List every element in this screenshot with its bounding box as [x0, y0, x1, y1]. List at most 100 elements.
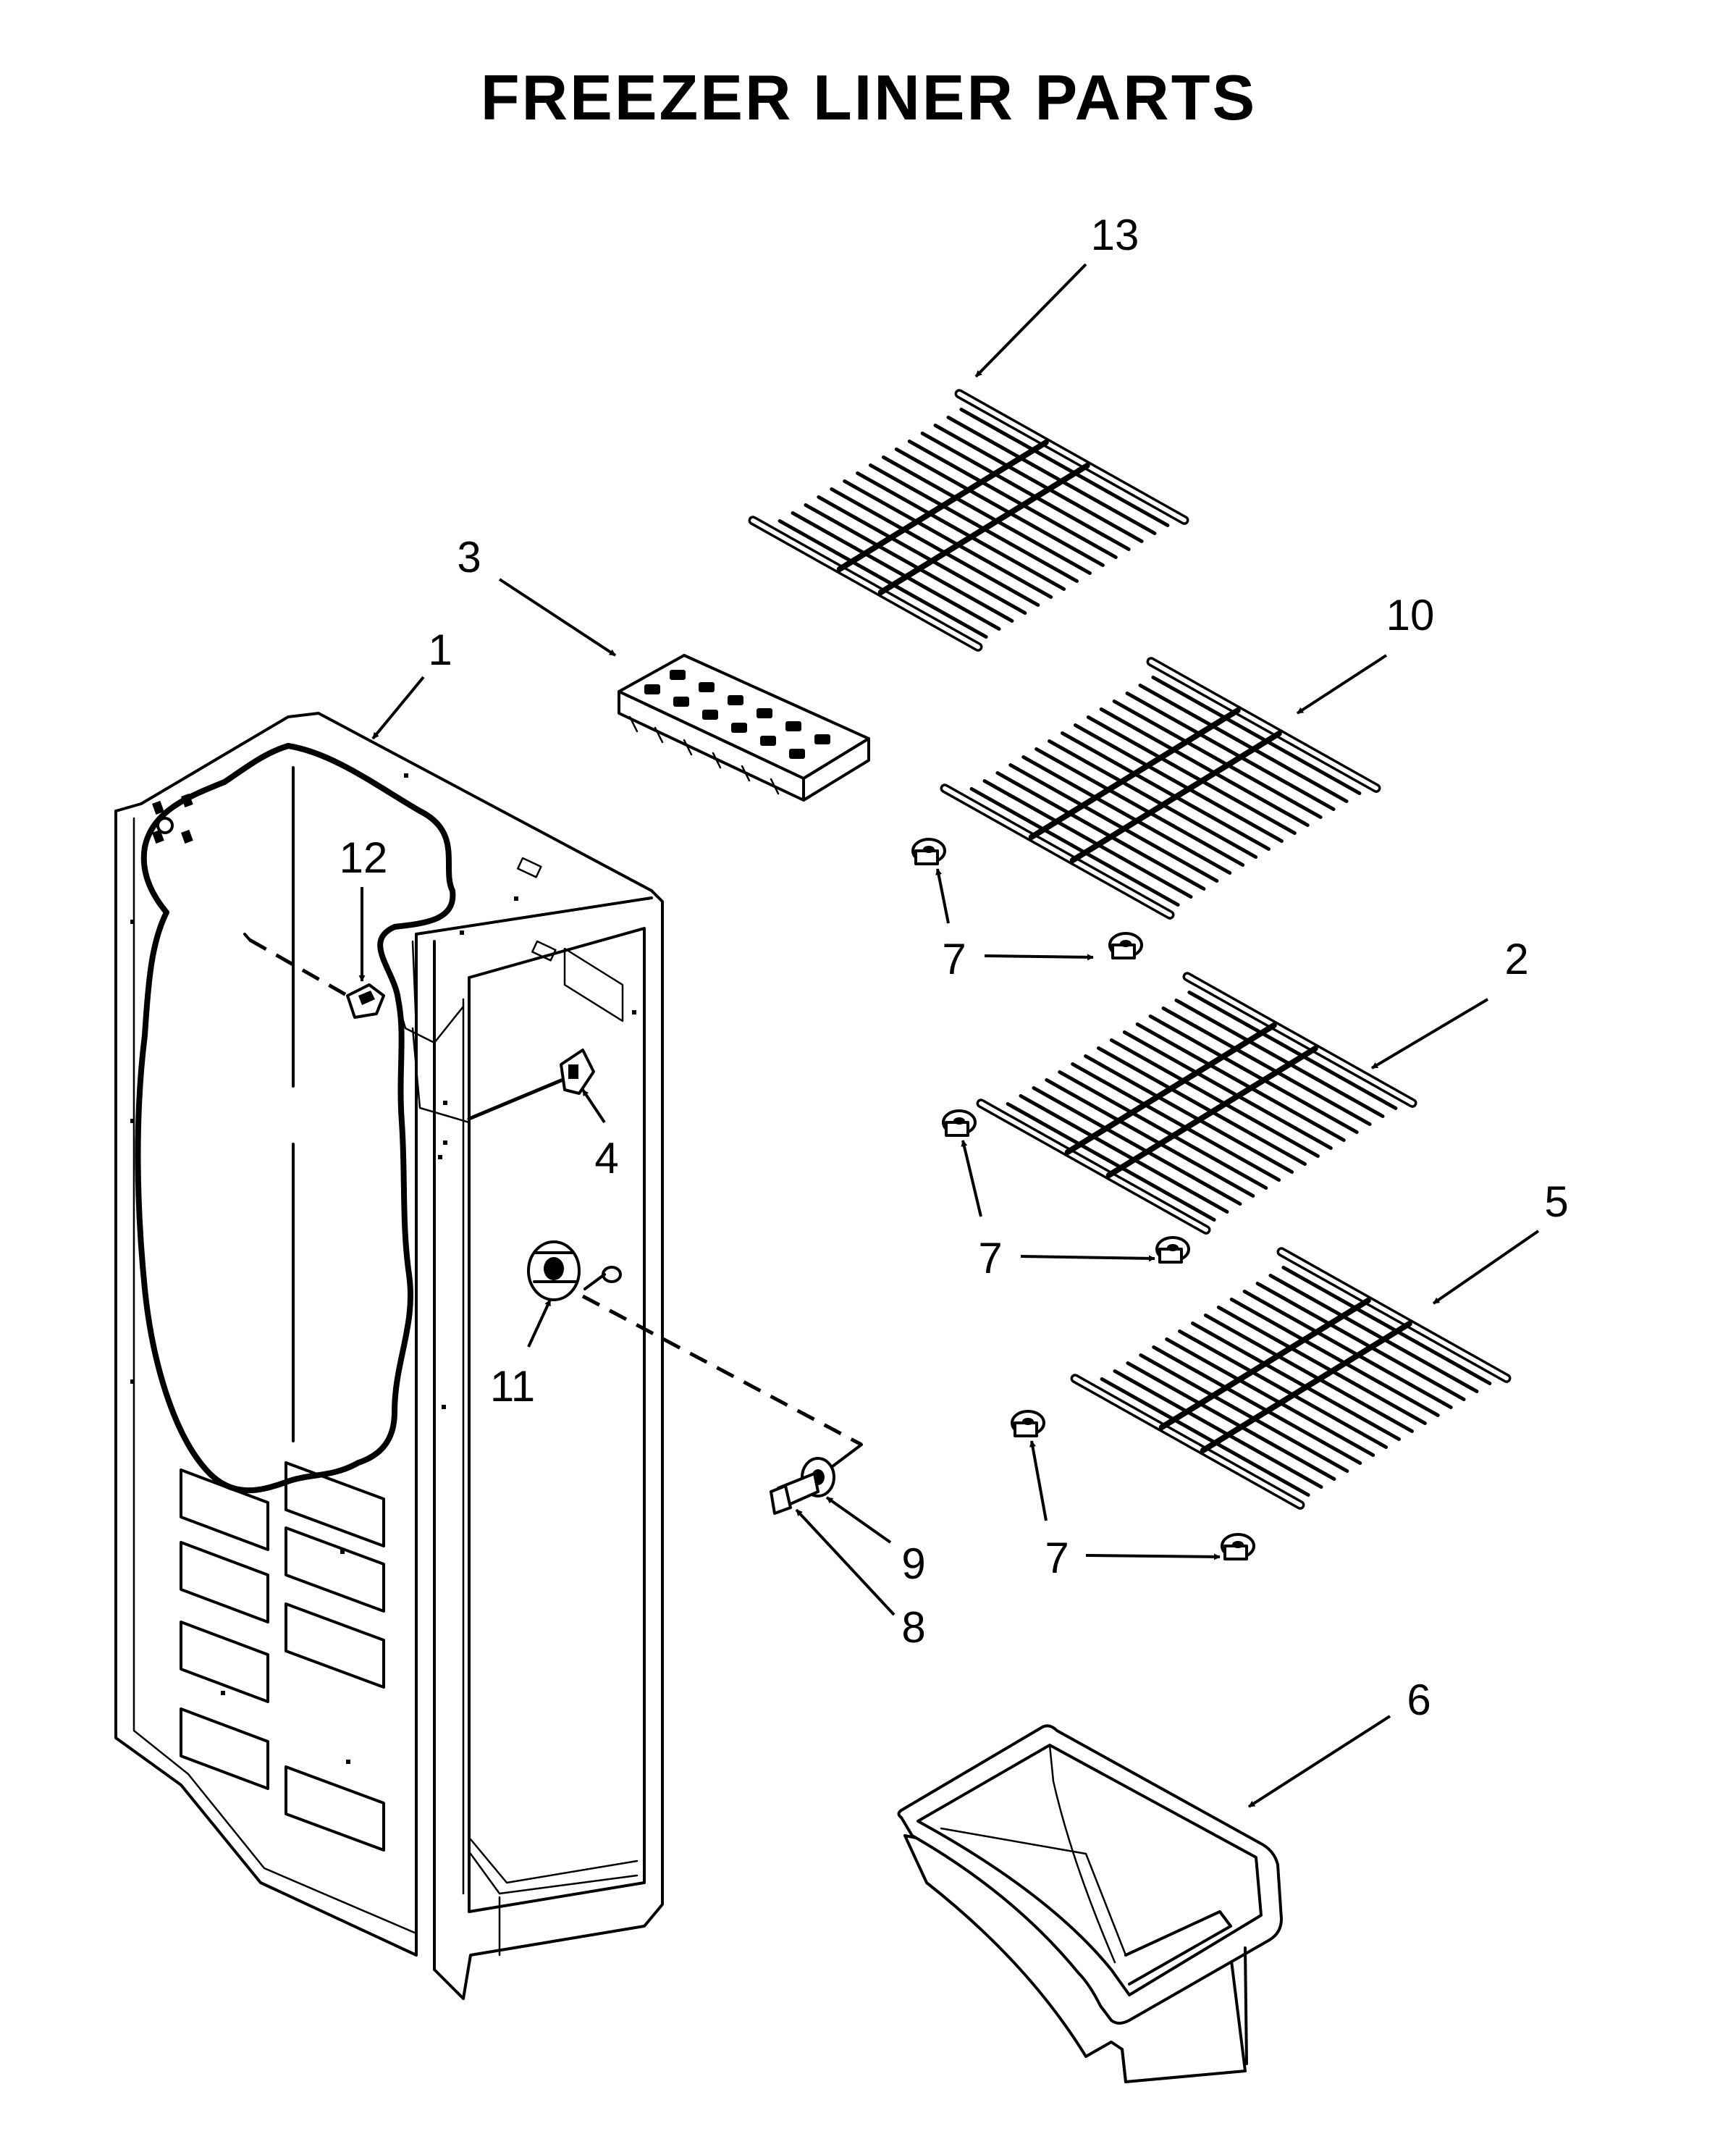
shelf-wire — [1006, 1102, 1216, 1222]
clip-part-12 — [243, 933, 385, 1019]
shelf-wire — [1191, 1322, 1401, 1441]
switch-part-4 — [467, 1049, 595, 1121]
shelf-rail — [1028, 707, 1241, 840]
shelf-wire — [1084, 1054, 1294, 1174]
shelf-wire — [1097, 1046, 1307, 1166]
shelf-rail — [1105, 1046, 1318, 1178]
callout-13: 13 — [1091, 211, 1139, 259]
shelf-wire — [1032, 1086, 1242, 1206]
freezer-liner-part — [114, 712, 664, 2000]
shelf-wire — [1268, 1274, 1479, 1393]
callout-10: 10 — [1386, 591, 1435, 639]
shelf-wire — [1178, 1329, 1389, 1449]
shelf-wire — [804, 503, 1014, 623]
shelf-wire — [778, 519, 988, 639]
callout-2: 2 — [1504, 935, 1528, 983]
shelf-wire — [907, 440, 1118, 559]
shelf-wire — [1073, 723, 1284, 843]
shelf-wire — [1216, 1306, 1427, 1425]
shelf-rail — [1064, 1022, 1277, 1155]
shelf-wire — [1139, 1353, 1349, 1473]
shelf-side-rod-highlight — [1149, 659, 1378, 791]
shelf-wire — [1135, 1022, 1346, 1142]
shelf-side-rod-highlight — [751, 518, 980, 650]
shelf-wire — [969, 787, 1180, 907]
shelf-wire — [1048, 739, 1258, 859]
shelf-wire — [1161, 1007, 1372, 1126]
callout-3: 3 — [457, 533, 481, 581]
wire-shelf-part-10 — [940, 657, 1381, 920]
shelf-wire — [1113, 1369, 1323, 1489]
diagram-title: FREEZER LINER PARTS — [481, 62, 1257, 133]
shelf-side-rod-highlight — [943, 786, 1172, 917]
shelf-wire — [1138, 684, 1349, 803]
shelf-wire — [1148, 1014, 1359, 1134]
shelf-wire — [869, 463, 1079, 583]
shelf-wire — [1008, 763, 1219, 883]
shelf-rail — [1158, 1298, 1371, 1430]
shelf-wire — [1125, 692, 1336, 811]
ice-tray-part-3 — [618, 654, 870, 802]
shelf-wire — [995, 771, 1206, 891]
shelf-wire — [1021, 755, 1232, 875]
shelf-rail — [1200, 1321, 1412, 1453]
shelf-wire — [1122, 1030, 1333, 1150]
shelf-wire — [1086, 715, 1297, 835]
callout-4: 4 — [594, 1134, 618, 1182]
shelf-wire — [1165, 1337, 1375, 1457]
shelf-wire — [1061, 731, 1271, 851]
callout-7c: 7 — [1045, 1534, 1069, 1582]
callout-6: 6 — [1407, 1676, 1430, 1724]
shelf-wire — [959, 408, 1170, 527]
shelf-wire — [894, 448, 1105, 567]
shelf-wire — [946, 416, 1157, 535]
shelf-wire — [1109, 1038, 1320, 1158]
shelf-wire — [843, 479, 1053, 599]
shelf-wire — [1281, 1266, 1492, 1385]
shelf-rail — [877, 463, 1090, 595]
shelf-wire — [1229, 1298, 1440, 1417]
shelf-wire — [933, 424, 1144, 543]
shelf-side-rod-highlight — [1073, 1376, 1302, 1508]
wire-shelf-part-2 — [976, 972, 1417, 1235]
callout-7b: 7 — [978, 1234, 1002, 1282]
shelf-supports-part-7 — [911, 838, 1255, 1560]
shelf-wire — [1019, 1094, 1229, 1214]
callout-8: 8 — [901, 1603, 925, 1652]
shelf-wire — [1058, 1070, 1268, 1190]
callout-1: 1 — [428, 626, 452, 674]
shelf-rail — [1069, 731, 1282, 863]
wire-shelf-part-13 — [748, 389, 1189, 652]
shelf-wire — [1255, 1282, 1466, 1401]
bushing-parts-8-9 — [770, 1457, 835, 1515]
shelf-wire — [1071, 1062, 1281, 1182]
callout-9: 9 — [901, 1539, 925, 1588]
wire-shelf-part-5 — [1070, 1247, 1512, 1510]
shelf-wire — [830, 487, 1040, 607]
shelf-wire — [1126, 1361, 1336, 1481]
callout-11: 11 — [490, 1362, 535, 1411]
control-knob-part-11 — [527, 1240, 863, 1468]
shelf-side-rod-highlight — [957, 391, 1187, 523]
shelf-wire — [1203, 1314, 1414, 1433]
callout-arrows — [358, 263, 1540, 1808]
shelf-wire — [817, 495, 1027, 615]
callout-12: 12 — [340, 833, 388, 882]
callout-labels: 13 3 1 12 10 7 2 4 7 5 11 9 7 8 6 — [340, 211, 1569, 1724]
shelf-wire — [881, 455, 1092, 575]
bin-part-6 — [897, 1724, 1283, 2083]
shelf-rail — [836, 440, 1049, 572]
shelf-wire — [1035, 747, 1245, 867]
callout-7a: 7 — [942, 935, 966, 983]
shelf-side-rod-highlight — [979, 1101, 1208, 1232]
shelf-wire — [1112, 699, 1323, 819]
shelf-wire — [920, 432, 1131, 551]
shelf-wire — [1242, 1290, 1453, 1409]
shelf-side-rod-highlight — [1185, 974, 1415, 1106]
shelf-wire — [1100, 1377, 1310, 1497]
shelf-wire — [1187, 991, 1398, 1110]
shelf-wire — [1151, 676, 1362, 795]
shelf-side-rod-highlight — [1279, 1249, 1509, 1381]
callout-5: 5 — [1544, 1177, 1568, 1226]
